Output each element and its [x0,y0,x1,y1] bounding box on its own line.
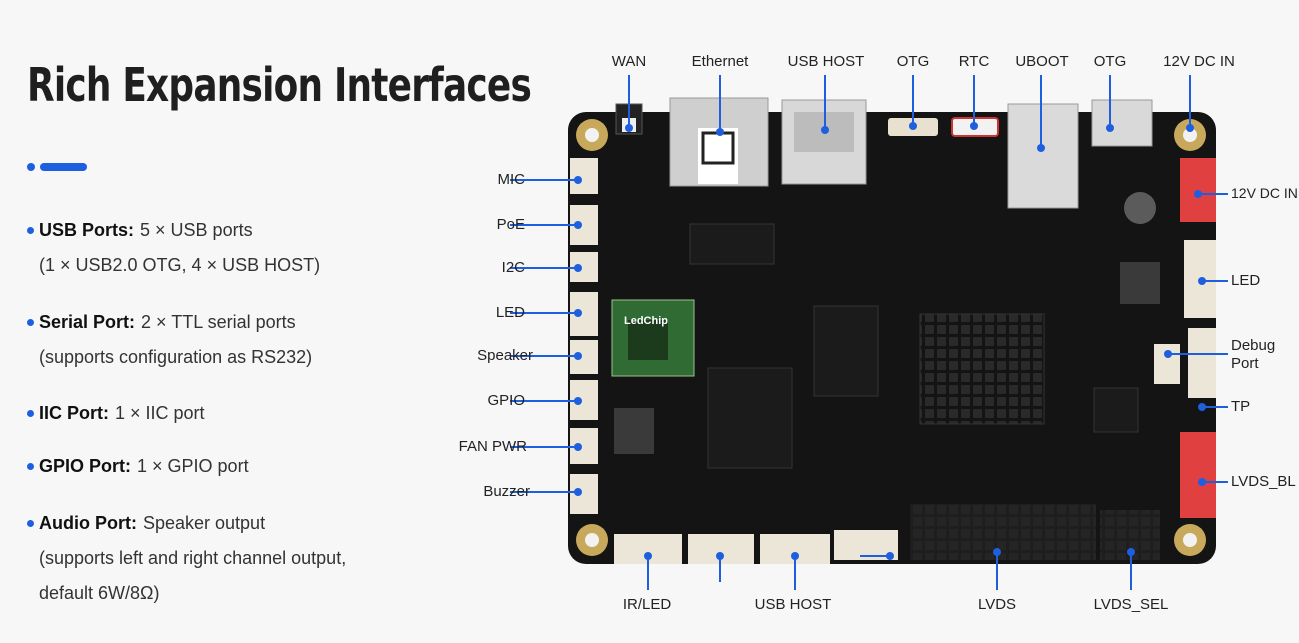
accent-line [40,163,87,171]
feature-name: Serial Port: [39,312,136,332]
debug-port-connector [1154,344,1180,384]
label-12v-dc-in-top: 12V DC IN [1163,53,1235,70]
ram-chip [813,305,879,397]
label-tp: TP [1231,398,1251,415]
cpu-heatsink [919,313,1045,425]
label-speaker: Speaker [477,347,533,364]
bullet-dot [27,520,34,527]
mounting-holes [576,119,1206,556]
label-poe: PoE [496,216,525,233]
label-lvds: LVDS [977,596,1017,613]
feature-text: Speaker output [142,513,266,533]
label-ethernet: Ethernet [691,53,749,70]
label-lvds-bl: LVDS_BL [1231,473,1296,490]
feature-name: USB Ports: [39,220,135,240]
label-i2c: I2C [501,259,525,276]
chip [1093,387,1139,433]
feature-serial-port: Serial Port:2 × TTL serial ports (suppor… [27,305,312,375]
chip [689,223,775,265]
label-uboot: UBOOT [1015,53,1069,70]
label-led-right: LED [1231,272,1261,289]
page-title: Rich Expansion Interfaces [27,58,532,112]
lvds-bl-connector [1180,432,1216,518]
bullet-dot [27,319,34,326]
label-fan-pwr: FAN PWR [458,438,527,455]
bullet-dot [27,410,34,417]
feature-usb-ports: USB Ports:5 × USB ports (1 × USB2.0 OTG,… [27,213,320,283]
label-mic: MIC [497,171,526,188]
left-connectors [570,158,598,514]
feature-text: 2 × TTL serial ports [141,312,296,332]
label-otg: OTG [896,53,930,70]
label-otg-2: OTG [1093,53,1127,70]
feature-gpio-port: GPIO Port:1 × GPIO port [27,449,249,484]
feature-text: 1 × IIC port [115,403,205,423]
label-12v-dc-in-right: 12V DC IN [1231,185,1298,201]
uboot-usb [1007,103,1079,209]
bullet-dot [27,463,34,470]
bullet-dot [27,227,34,234]
lvds-header [910,504,1096,560]
label-usb-host-bottom: USB HOST [754,596,832,613]
label-ir-led: IR/LED [622,596,672,613]
feature-name: IIC Port: [39,403,109,423]
callout-dots [574,122,1206,560]
feature-text: 5 × USB ports [140,220,253,240]
label-port: Port [1231,355,1259,372]
label-usb-host-top: USB HOST [787,53,865,70]
capacitor [1124,192,1156,224]
label-wan: WAN [611,53,647,70]
label-led-left: LED [495,304,525,321]
label-rtc: RTC [958,53,990,70]
label-debug: Debug [1231,337,1276,354]
feature-text: 1 × GPIO port [137,456,249,476]
emmc-chip [707,367,793,469]
feature-subtext: (supports configuration as RS232) [39,347,313,367]
feature-subtext: default 6W/8Ω) [39,583,160,603]
inductor [614,408,654,454]
feature-name: GPIO Port: [39,456,132,476]
label-lvds-sel: LVDS_SEL [1093,596,1169,613]
label-buzzer: Buzzer [483,483,530,500]
label-gpio: GPIO [487,392,525,409]
otg-connector-2 [1091,99,1153,147]
inductor [1120,262,1160,304]
feature-iic-port: IIC Port: 1 × IIC port [27,396,205,431]
feature-name: Audio Port: [39,513,137,533]
feature-subtext: (supports left and right channel output, [39,548,347,568]
feature-audio-port: Audio Port:Speaker output (supports left… [27,506,346,611]
accent-dot [27,163,35,171]
callout-lines [510,75,1228,590]
board-brand: LedChip [624,315,668,327]
feature-subtext: (1 × USB2.0 OTG, 4 × USB HOST) [39,255,321,275]
lvds-sel-header [1100,510,1160,560]
